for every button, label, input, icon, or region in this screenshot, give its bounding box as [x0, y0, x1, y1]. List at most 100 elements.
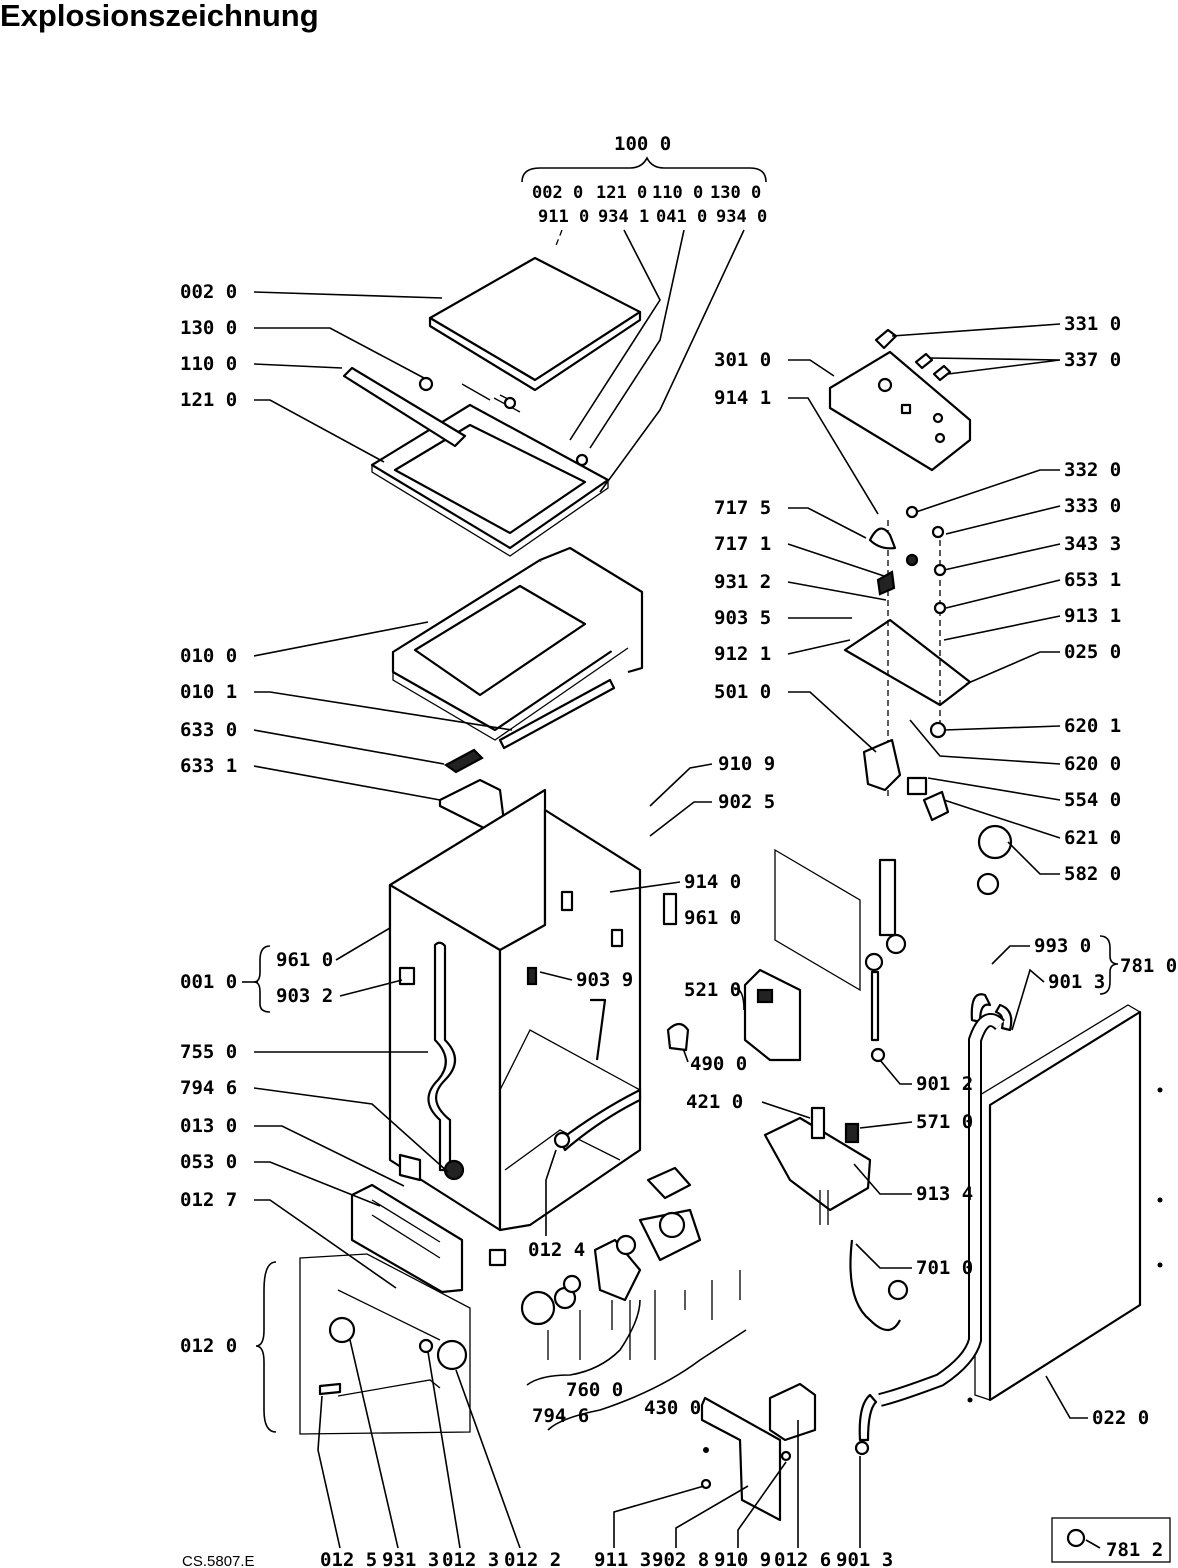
spring-icon	[868, 527, 897, 550]
part-label: 717 5	[714, 497, 771, 519]
part-label: 331 0	[1064, 313, 1121, 335]
part-label: 012 3	[442, 1549, 499, 1568]
part-label: 755 0	[180, 1041, 237, 1063]
middle-labels: 301 0 914 1 717 5 717 1 931 2 903 5 912 …	[528, 349, 1177, 1427]
part-label: 012 0	[180, 1335, 237, 1357]
lid-panel	[428, 256, 642, 382]
group-code: 002 0	[532, 183, 583, 203]
part-label: 130 0	[180, 317, 237, 339]
cabinet-front	[498, 808, 642, 1232]
part-label: 903 5	[714, 607, 771, 629]
part-label: 901 2	[916, 1073, 973, 1095]
part-label: 620 1	[1064, 715, 1121, 737]
part-label: 653 1	[1064, 569, 1121, 591]
part-label: 633 1	[180, 755, 237, 777]
group-code: 934 1	[598, 207, 649, 227]
part-label: 490 0	[690, 1053, 747, 1075]
part-label: 010 1	[180, 681, 237, 703]
part-label: 333 0	[1064, 495, 1121, 517]
part-label: 012 6	[774, 1549, 831, 1568]
brace	[255, 1261, 277, 1433]
group-code: 041 0	[656, 207, 707, 227]
part-label: 931 2	[714, 571, 771, 593]
valve-assembly	[763, 1116, 872, 1212]
circuit-board	[743, 968, 802, 1062]
hinge-bar	[342, 366, 467, 448]
part-label: 121 0	[180, 389, 237, 411]
accessory-frame	[299, 1253, 471, 1435]
part-label: 961 0	[684, 907, 741, 929]
part-label: 717 1	[714, 533, 771, 555]
front-cover	[350, 1183, 464, 1294]
part-label: 902 8	[652, 1549, 709, 1568]
part-label: 914 0	[684, 871, 741, 893]
part-label: 910 9	[714, 1549, 771, 1568]
group-code: 130 0	[710, 183, 761, 203]
part-label: 002 0	[180, 281, 237, 303]
brace	[1099, 935, 1119, 995]
part-label: 621 0	[1064, 827, 1121, 849]
part-label: 010 0	[180, 645, 237, 667]
right-labels: 331 0 337 0 332 0 333 0 343 3 653 1 913 …	[891, 313, 1149, 1429]
brace	[253, 945, 271, 1013]
group-brace	[521, 156, 767, 183]
part-label: 022 0	[1092, 1407, 1149, 1429]
part-label: 620 0	[1064, 753, 1121, 775]
rod-icon	[878, 858, 897, 937]
part-label: 794 6	[532, 1405, 589, 1427]
part-label: 903 2	[276, 985, 333, 1007]
part-label: 701 0	[916, 1257, 973, 1279]
part-label: 012 2	[504, 1549, 561, 1568]
part-label: 931 3	[382, 1549, 439, 1568]
group-code: 110 0	[652, 183, 703, 203]
part-label: 912 1	[714, 643, 771, 665]
clamp-icon	[1066, 1528, 1086, 1548]
part-label: 012 4	[528, 1239, 585, 1261]
part-label: 781 2	[1106, 1539, 1163, 1561]
cover-sheet	[774, 848, 861, 992]
part-label: 013 0	[180, 1115, 237, 1137]
part-label: 332 0	[1064, 459, 1121, 481]
part-label: 554 0	[1064, 789, 1121, 811]
part-label: 914 1	[714, 387, 771, 409]
wire-harness	[558, 1088, 642, 1152]
bottom-labels: CS.5807.E 012 5 931 3 012 3 012 2 911 3 …	[182, 1339, 1163, 1568]
part-label: 501 0	[714, 681, 771, 703]
pulley-icon	[977, 824, 1013, 860]
switch-bracket	[843, 618, 972, 707]
inset-frame	[1051, 1517, 1171, 1563]
part-label: 421 0	[686, 1091, 743, 1113]
drawing-code: CS.5807.E	[182, 1553, 255, 1568]
part-label: 993 0	[1034, 935, 1091, 957]
part-label: 343 3	[1064, 533, 1121, 555]
part-label: 781 0	[1120, 955, 1177, 977]
part-label: 110 0	[180, 353, 237, 375]
part-label: 961 0	[276, 949, 333, 971]
part-label: 913 4	[916, 1183, 973, 1205]
part-label: 571 0	[916, 1111, 973, 1133]
pipe	[849, 1239, 901, 1332]
drain-hose	[427, 941, 457, 1172]
group-label: 100 0	[614, 133, 671, 155]
pulley-icon	[328, 1316, 356, 1344]
part-label: 001 0	[180, 971, 237, 993]
part-label: 903 9	[576, 969, 633, 991]
part-label: 012 5	[320, 1549, 377, 1568]
programmer-unit	[828, 350, 972, 472]
part-label: 902 5	[718, 791, 775, 813]
pump-body	[593, 1238, 642, 1302]
part-label: 582 0	[1064, 863, 1121, 885]
foot-icon	[488, 1248, 507, 1267]
connector-icon	[666, 1022, 690, 1052]
knob-icon	[874, 328, 898, 350]
part-label: 910 9	[718, 753, 775, 775]
part-label: 301 0	[714, 349, 771, 371]
disc-icon	[436, 1339, 468, 1371]
part-label: 337 0	[1064, 349, 1121, 371]
panel-strip	[498, 678, 616, 750]
group-code: 934 0	[716, 207, 767, 227]
part-label: 911 3	[594, 1549, 651, 1568]
pump-seal-icon	[520, 1290, 556, 1326]
left-labels: 002 0 130 0 110 0 121 0 010 0 010 1 633 …	[180, 281, 513, 1433]
